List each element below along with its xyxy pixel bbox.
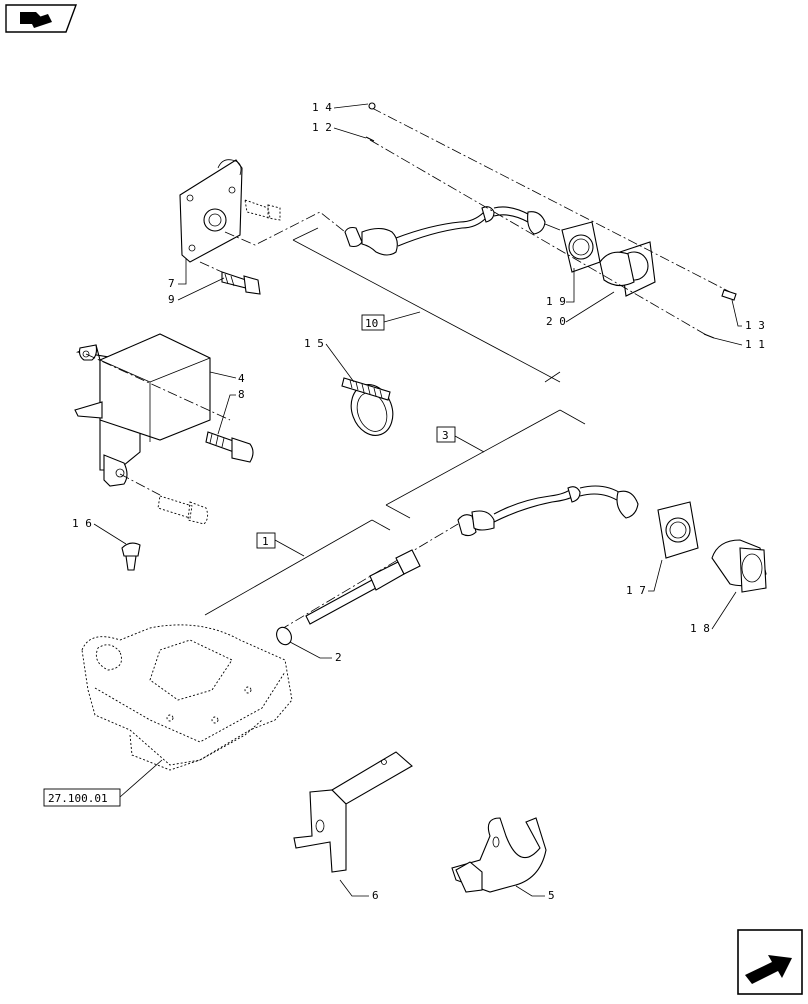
reference-label[interactable]: 27.100.01: [48, 792, 108, 805]
bolt-upper-dotted: [244, 199, 281, 221]
bracket-6: [293, 751, 413, 873]
bolt-lower-dotted: [157, 495, 209, 525]
bolt-8: [205, 431, 254, 463]
upper-socket-20: [599, 241, 656, 297]
clamp-15: [341, 377, 394, 436]
transmission-housing: [81, 624, 293, 771]
upper-flange-19: [561, 221, 601, 273]
next-page-arrow-icon[interactable]: [737, 929, 803, 995]
callout-8: 8: [238, 388, 245, 401]
screw-14: [368, 102, 376, 110]
callout-14: 1 4: [312, 101, 332, 114]
callout-6: 6: [372, 889, 379, 902]
pin-11: [703, 333, 715, 339]
callout-20: 2 0: [546, 315, 566, 328]
callout-3-box: [436, 426, 456, 443]
callout-15: 1 5: [304, 337, 324, 350]
callout-16: 1 6: [72, 517, 92, 530]
callout-10-box: [361, 314, 385, 331]
lower-socket-18: [711, 539, 767, 593]
callout-18: 1 8: [690, 622, 710, 635]
bolt-9: [221, 271, 261, 295]
screw-16: [121, 542, 141, 571]
callout-4: 4: [238, 372, 245, 385]
callout-3: 3: [442, 429, 449, 442]
callout-7: 7: [168, 277, 175, 290]
callout-13: 1 3: [745, 319, 765, 332]
sensor-1: [305, 549, 421, 625]
lower-harness: [457, 485, 639, 537]
callout-1: 1: [262, 535, 269, 548]
screw-13: [721, 289, 737, 301]
callout-1-box: [256, 532, 276, 549]
callout-9: 9: [168, 293, 175, 306]
callout-2: 2: [335, 651, 342, 664]
callout-10: 10: [365, 317, 378, 330]
callout-19: 1 9: [546, 295, 566, 308]
lower-flange-17: [657, 501, 699, 559]
callout-17: 1 7: [626, 584, 646, 597]
relay-bracket: [74, 333, 211, 487]
upper-harness: [344, 206, 561, 256]
book-arrow-icon[interactable]: [5, 4, 78, 33]
o-ring-2: [276, 626, 292, 646]
callout-12: 1 2: [312, 121, 332, 134]
pin-12: [365, 136, 375, 142]
callout-11: 1 1: [745, 338, 765, 351]
callout-5: 5: [548, 889, 555, 902]
reference-box[interactable]: [43, 788, 121, 807]
upper-mount-plate: [179, 159, 243, 263]
bracket-5: [451, 817, 547, 893]
